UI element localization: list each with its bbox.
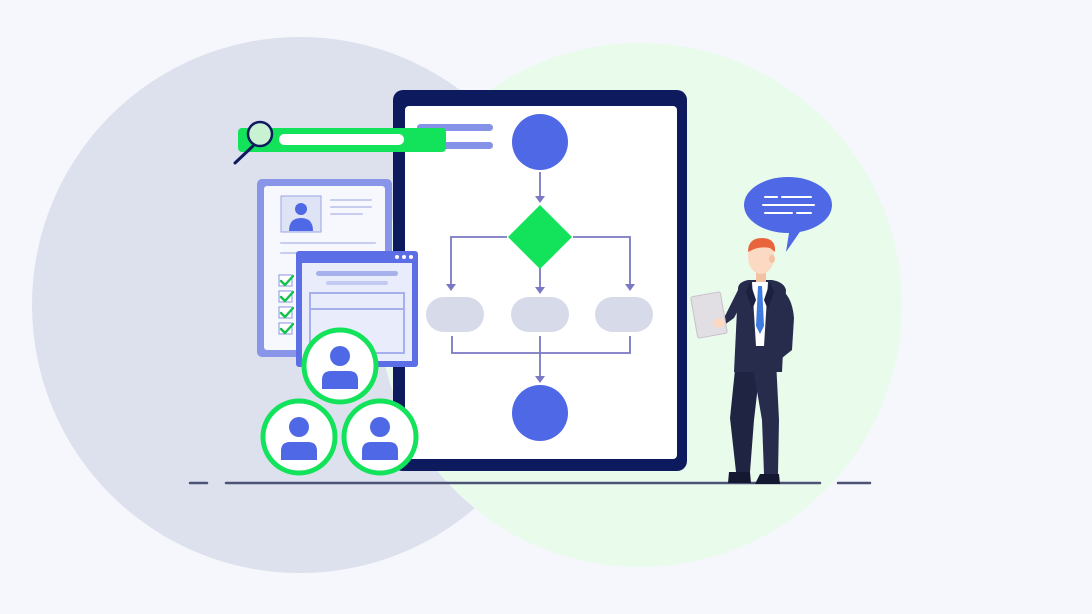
flowchart-process-node-left [426,297,484,332]
flowchart-decision-node [508,205,572,269]
resume-avatar-icon [289,203,313,231]
flowchart-process-node-middle [511,297,569,332]
tablet-screen [405,106,677,459]
flowchart-end-node [512,385,568,441]
flowchart-connectors [450,172,631,376]
flowchart-process-node-right [595,297,653,332]
speech-bubble-icon [744,177,832,252]
user-avatar-icon [260,398,338,476]
user-avatar-icon [301,327,379,405]
user-avatars [260,327,419,476]
checklist [278,274,295,335]
businessman-figure [690,238,794,484]
checkmark-icon [279,274,295,335]
search-bar [233,120,446,165]
flowchart-start-node [512,114,568,170]
magnifier-icon [233,120,274,165]
flowchart-arrowheads [446,196,635,383]
user-avatar-icon [341,398,419,476]
flowchart [426,114,653,441]
